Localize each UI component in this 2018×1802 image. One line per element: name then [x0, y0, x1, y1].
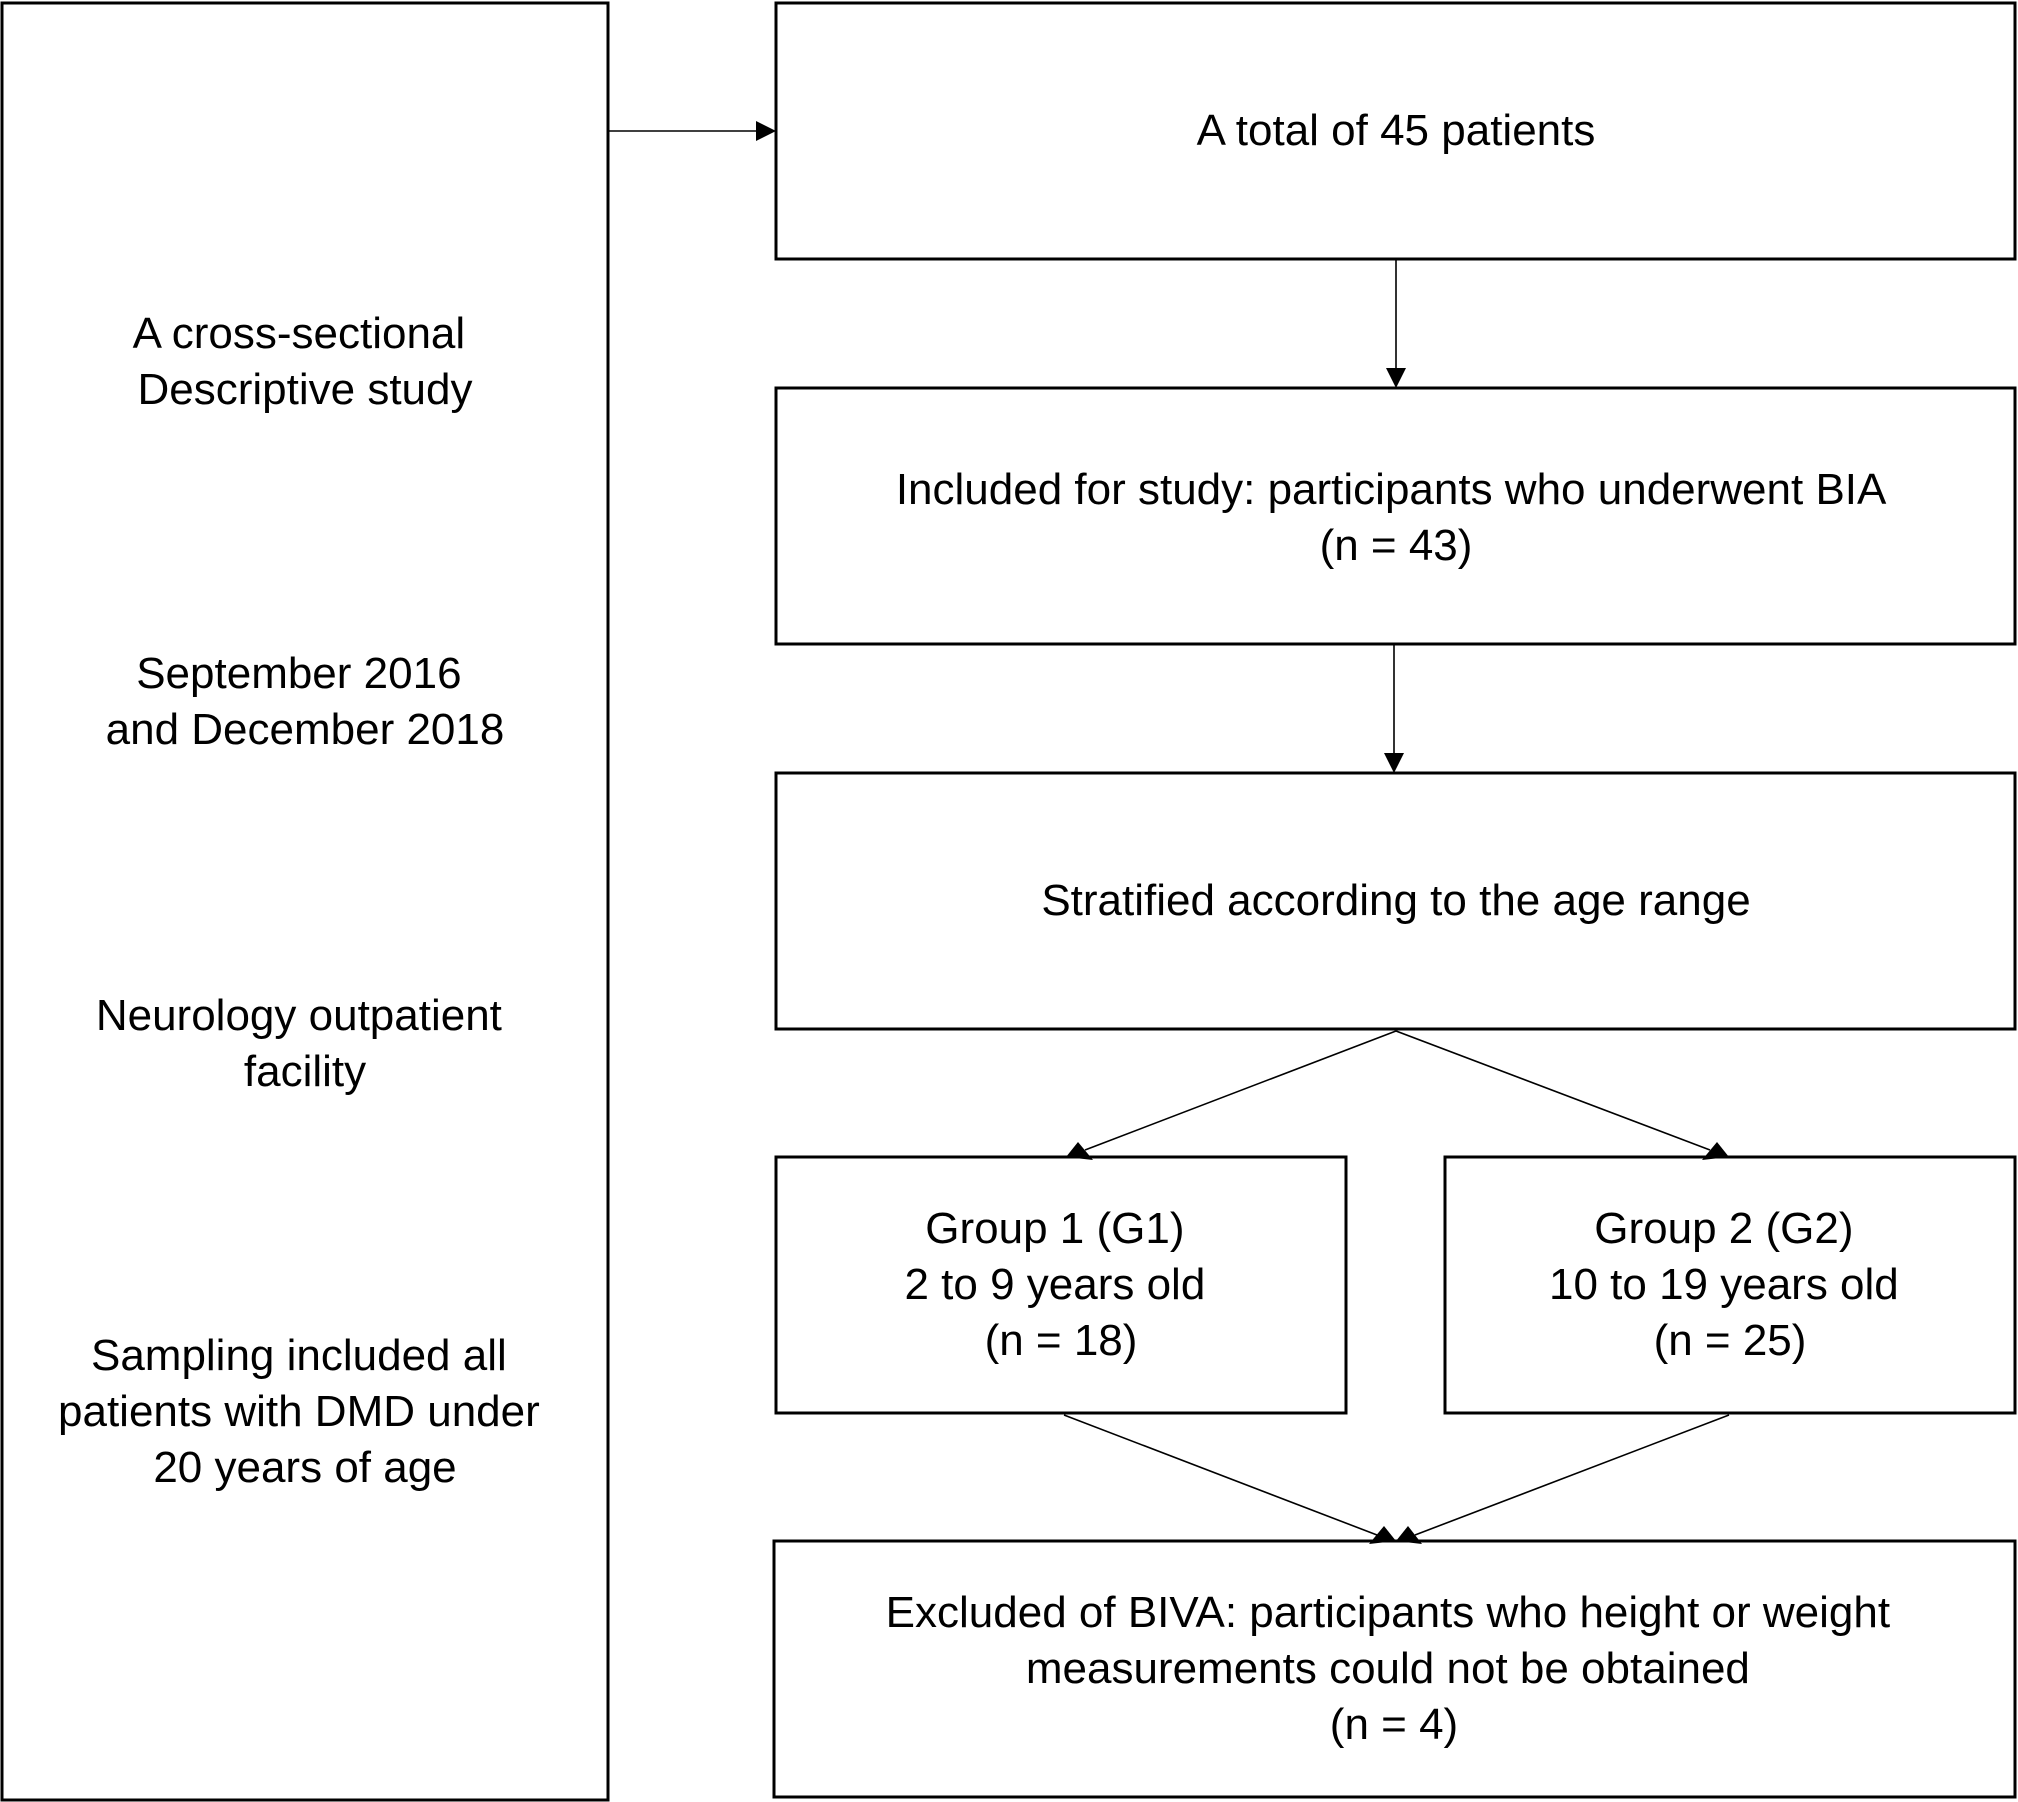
included-count: (n = 43) — [1320, 521, 1473, 570]
stratified-text: Stratified according to the age range — [1041, 876, 1750, 925]
connectors — [608, 121, 1730, 1544]
group2-box — [1443, 1155, 2017, 1415]
stratified-line: Stratified according to the age range — [1041, 876, 1750, 925]
group1-box — [774, 1155, 1348, 1415]
study-period-line: September 2016 — [136, 649, 461, 698]
arrowhead-included-to-stratified — [1384, 753, 1404, 773]
study-sampling-line: patients with DMD under — [58, 1387, 540, 1436]
arrowhead-study-to-total — [756, 121, 776, 141]
arrow-stratified-to-group2 — [1395, 1030, 1711, 1151]
study-design-text: A cross-sectional Descriptive study — [133, 309, 478, 414]
total-patients-text: A total of 45 patients — [1197, 106, 1596, 155]
arrowhead-group1-to-excluded — [1369, 1526, 1396, 1544]
study-sampling-text: Sampling included all patients with DMD … — [58, 1331, 552, 1492]
group1-text: Group 1 (G1) 2 to 9 years old (n = 18) — [904, 1204, 1217, 1365]
excluded-line: Excluded of BIVA: participants who heigh… — [886, 1588, 1890, 1637]
included-box — [774, 386, 2017, 646]
excluded-box — [772, 1539, 2017, 1799]
study-design-line: Descriptive study — [137, 365, 472, 414]
arrow-group1-to-excluded — [1063, 1414, 1378, 1536]
included-text: Included for study: participants who und… — [896, 465, 1896, 570]
study-setting-line: Neurology outpatient — [96, 991, 502, 1040]
total-patients-line: A total of 45 patients — [1197, 106, 1596, 155]
excluded-line: measurements could not be obtained — [1026, 1644, 1750, 1693]
total-patients-box — [774, 1, 2017, 261]
stratified-box — [774, 771, 2017, 1031]
group1-title: Group 1 (G1) — [925, 1204, 1184, 1253]
included-line: Included for study: participants who und… — [896, 465, 1887, 514]
study-sampling-line: 20 years of age — [153, 1443, 456, 1492]
group2-count: (n = 25) — [1654, 1316, 1807, 1365]
arrowhead-total-to-included — [1386, 368, 1406, 388]
group2-title: Group 2 (G2) — [1594, 1204, 1853, 1253]
arrowhead-group2-to-excluded — [1396, 1526, 1422, 1544]
excluded-text: Excluded of BIVA: participants who heigh… — [886, 1588, 1903, 1749]
study-period-line: and December 2018 — [106, 705, 505, 754]
arrow-group2-to-excluded — [1414, 1414, 1730, 1536]
study-info-box — [0, 1, 610, 1802]
group1-age: 2 to 9 years old — [904, 1260, 1205, 1309]
group2-text: Group 2 (G2) 10 to 19 years old (n = 25) — [1549, 1204, 1911, 1365]
study-setting-line: facility — [244, 1047, 366, 1096]
arrow-stratified-to-group1 — [1084, 1030, 1397, 1151]
study-design-line: A cross-sectional — [133, 309, 466, 358]
group1-count: (n = 18) — [985, 1316, 1138, 1365]
arrowhead-stratified-to-group2 — [1702, 1142, 1729, 1160]
study-sampling-line: Sampling included all — [91, 1331, 507, 1380]
group2-age: 10 to 19 years old — [1549, 1260, 1899, 1309]
study-setting-text: Neurology outpatient facility — [96, 991, 514, 1096]
excluded-count: (n = 4) — [1330, 1700, 1458, 1749]
arrowhead-stratified-to-group1 — [1066, 1142, 1093, 1160]
study-period-text: September 2016 and December 2018 — [106, 649, 505, 754]
